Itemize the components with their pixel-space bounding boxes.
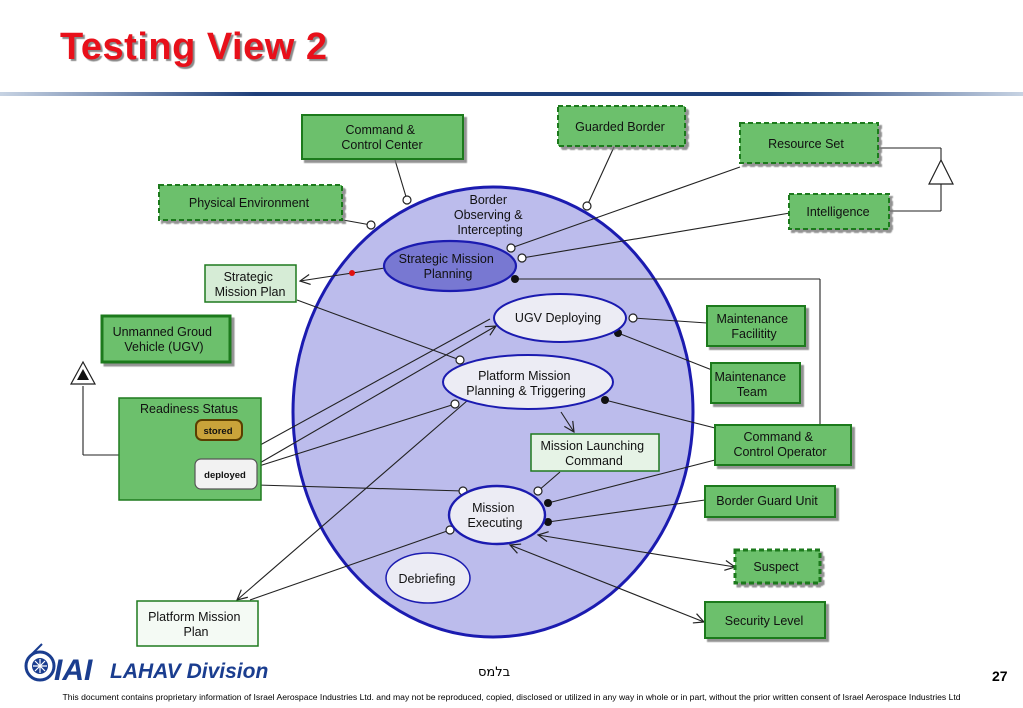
title-divider	[0, 92, 1023, 96]
svg-text:Command & Control Center: Command & Control Center	[341, 123, 422, 152]
iai-logo-text: IAI	[54, 654, 93, 687]
svg-text:Maintenance Facilitity: Maintenance Facilitity	[716, 312, 791, 341]
svg-text:Readiness Status: Readiness Status	[140, 402, 238, 416]
object-maintenance-facility[interactable]: Maintenance Facilitity	[706, 305, 806, 347]
state-stored[interactable]: stored	[195, 419, 243, 441]
svg-text:Resource Set: Resource Set	[768, 137, 844, 151]
svg-text:Strategic Mission Plan: Strategic Mission Plan	[215, 270, 286, 299]
classification-label: בלמס	[478, 665, 511, 680]
object-strategic-mission-plan[interactable]: Strategic Mission Plan	[204, 264, 297, 303]
object-ugv[interactable]: Unmanned Groud Vehicle (UGV)	[100, 314, 232, 364]
object-physical-environment[interactable]: Physical Environment	[158, 184, 343, 221]
object-maintenance-team[interactable]: Maintenance Team	[710, 362, 801, 404]
division-name: LAHAV Division	[110, 660, 269, 683]
process-ugv-deploying[interactable]: UGV Deploying	[493, 293, 627, 343]
page-number: 27	[992, 668, 1008, 684]
process-strategic-mission-planning[interactable]: Strategic Mission Planning	[382, 239, 518, 293]
svg-text:Security Level: Security Level	[725, 614, 804, 628]
object-border-guard-unit[interactable]: Border Guard Unit	[704, 485, 836, 518]
object-security-level[interactable]: Security Level	[704, 601, 826, 639]
object-command-control-center[interactable]: Command & Control Center	[301, 114, 464, 160]
process-platform-mission-planning[interactable]: Platform Mission Planning & Triggering	[442, 354, 614, 410]
svg-text:Physical Environment: Physical Environment	[189, 196, 310, 210]
process-debriefing[interactable]: Debriefing	[385, 552, 471, 604]
svg-text:Mission Executing: Mission Executing	[468, 501, 523, 530]
state-deployed[interactable]: deployed	[194, 458, 258, 490]
object-resource-set[interactable]: Resource Set	[739, 122, 879, 164]
svg-text:Command & Control Operat: Command & Control Operator	[733, 430, 826, 459]
svg-text:Guarded Border: Guarded Border	[575, 120, 665, 134]
object-intelligence[interactable]: Intelligence	[788, 193, 890, 230]
generalization-triangle	[928, 158, 954, 185]
slide-title: Testing View 2	[60, 26, 328, 68]
svg-text:Maintenance Team: Maintenance Team	[714, 370, 789, 399]
proprietary-disclaimer: This document contains proprietary infor…	[62, 692, 961, 702]
svg-text:Mission Launching Comman: Mission Launching Command	[540, 439, 647, 468]
process-mission-executing[interactable]: Mission Executing	[447, 484, 547, 546]
svg-text:Strategic Mission Planni: Strategic Mission Planning	[399, 252, 498, 281]
object-suspect[interactable]: Suspect	[733, 548, 822, 585]
svg-text:Debriefing: Debriefing	[399, 572, 456, 586]
svg-text:UGV Deploying: UGV Deploying	[515, 311, 601, 325]
svg-text:deployed: deployed	[204, 470, 246, 481]
svg-text:Border Guard Unit: Border Guard Unit	[716, 494, 818, 508]
svg-text:stored: stored	[203, 426, 232, 437]
svg-text:Platform Mission Plannin: Platform Mission Planning & Triggering	[466, 369, 586, 398]
object-guarded-border[interactable]: Guarded Border	[557, 105, 686, 147]
svg-text:Platform Mission Plan: Platform Mission Plan	[148, 610, 244, 639]
svg-text:Intelligence: Intelligence	[806, 205, 869, 219]
object-command-control-operator[interactable]: Command & Control Operator	[714, 424, 852, 466]
object-mission-launching-command[interactable]: Mission Launching Command	[530, 433, 660, 472]
svg-text:Suspect: Suspect	[753, 560, 799, 574]
svg-text:Unmanned Groud Vehicle (: Unmanned Groud Vehicle (UGV)	[113, 325, 216, 354]
system-label: Border Observing & Intercepting	[454, 193, 526, 237]
object-platform-mission-plan[interactable]: Platform Mission Plan	[136, 600, 259, 647]
iai-logo: IAI	[24, 643, 93, 687]
